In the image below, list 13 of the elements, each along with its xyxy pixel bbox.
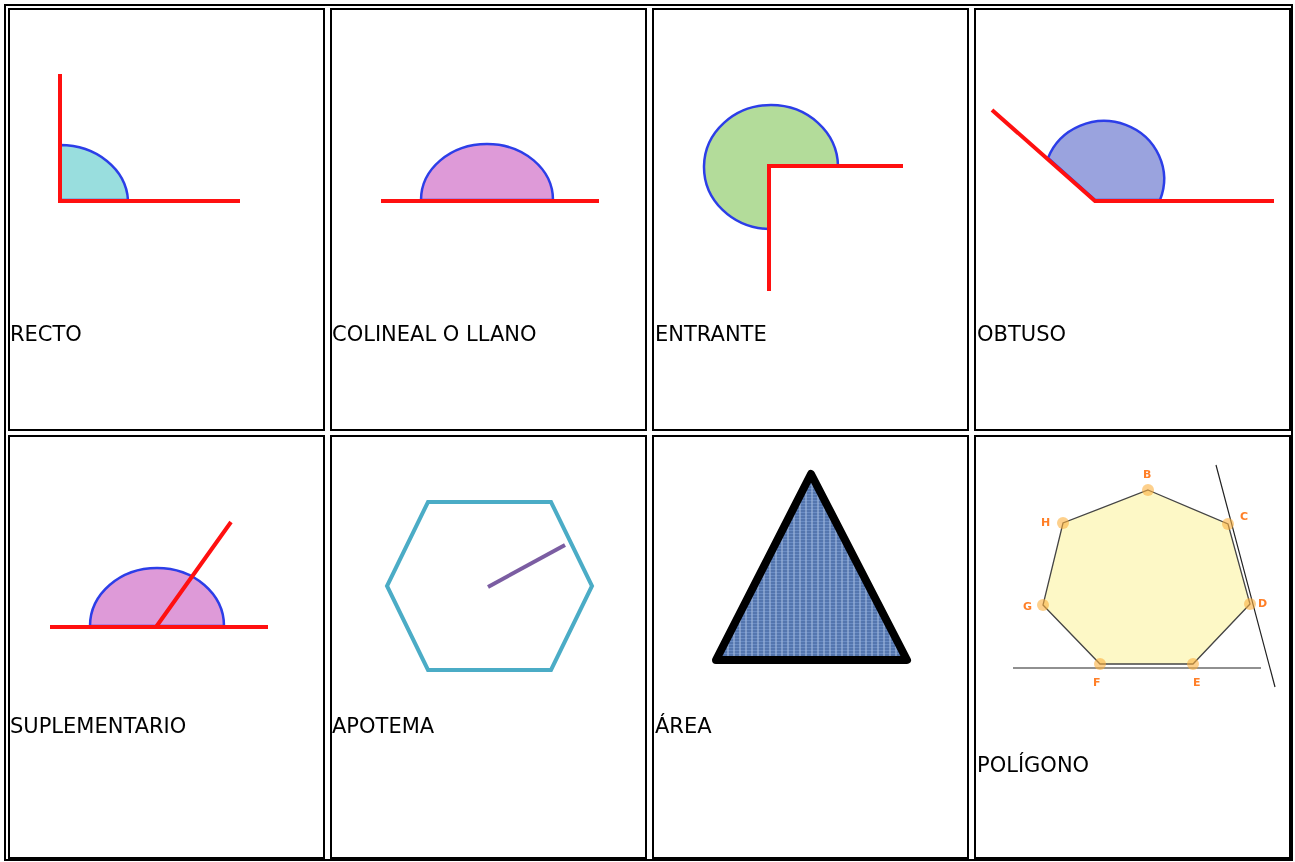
shape-caption: SUPLEMENTARIO [10,716,187,737]
shape-caption: APOTEMA [332,716,435,737]
vertex-label: H [1041,517,1051,528]
vertex-label: B [1143,469,1152,480]
vertex-label: G [1023,601,1033,612]
shape-caption: COLINEAL O LLANO [332,324,537,345]
shape-caption: OBTUSO [977,324,1066,345]
vertex-label: E [1193,677,1201,688]
shape-caption: ENTRANTE [655,324,767,345]
vertex-label: C [1240,511,1249,522]
vertex-label: D [1258,598,1268,609]
shape-caption: RECTO [10,324,82,345]
vertex-label: F [1093,677,1101,688]
